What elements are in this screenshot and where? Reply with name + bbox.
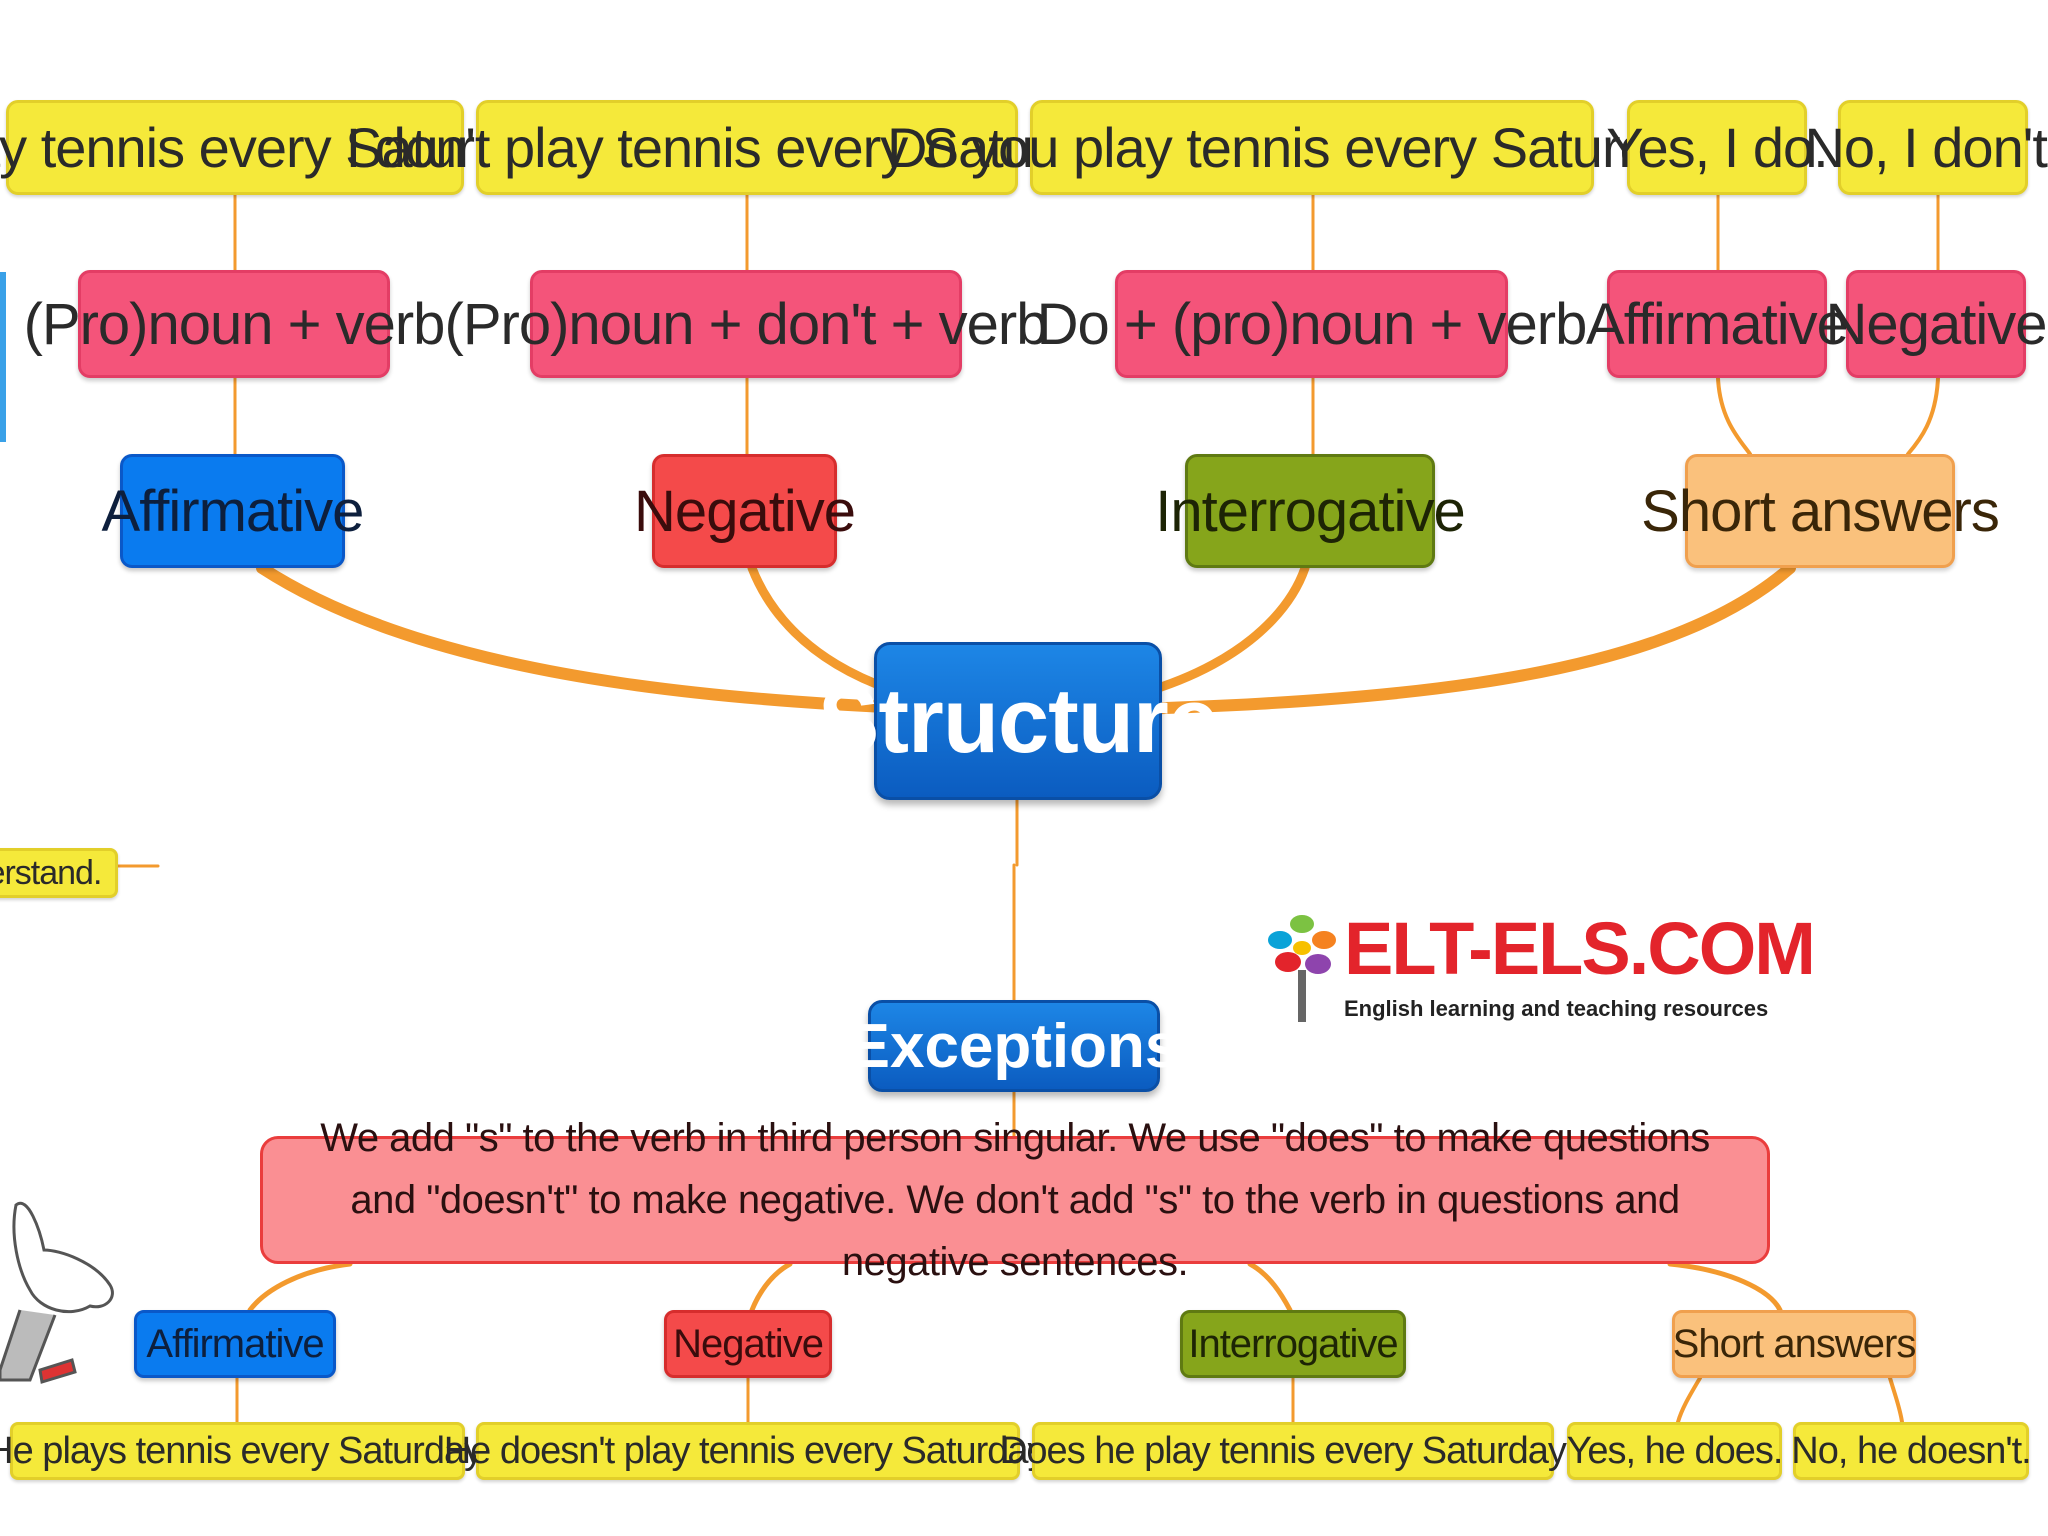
left-note-text: erstand. [0,853,102,892]
exception-example-short-no-text: No, he doesn't. [1791,1429,2031,1472]
category-affirmative-text: Affirmative [101,478,365,544]
example-short-no: No, I don't. [1804,100,2048,195]
exception-category-short-answers-text: Short answers [1672,1321,1917,1366]
pattern-short-negative-text: Negative [1825,291,2048,357]
pattern-short-affirmative: Affirmative [1586,270,1849,378]
example-negative-text: I don't play tennis every Saturday. [345,116,1150,179]
category-negative-text: Negative [634,478,856,544]
exception-category-negative-text: Negative [673,1321,824,1366]
cartoon-fragment [0,1201,114,1384]
structure-node: Structure [818,642,1219,800]
exception-example-negative: He doesn't play tennis every Saturday. [444,1422,1053,1480]
exception-category-short-answers: Short answers [1672,1310,1916,1378]
example-short-yes: Yes, I do. [1606,100,1829,195]
exception-example-interrogative: Does he play tennis every Saturday? [1000,1422,1587,1480]
pattern-short-negative: Negative [1826,270,2047,378]
exception-category-interrogative-text: Interrogative [1188,1321,1398,1366]
example-short-no-text: No, I don't. [1804,116,2048,179]
exception-example-short-no: No, he doesn't. [1791,1422,2032,1480]
example-interrogative: Do you play tennis every Saturday? [887,100,1738,195]
example-short-yes-text: Yes, I do. [1606,116,1828,179]
category-interrogative-text: Interrogative [1155,478,1465,544]
exception-category-interrogative: Interrogative [1180,1310,1406,1378]
exception-rule-text: We add "s" to the verb in third person s… [320,1116,1710,1284]
category-negative: Negative [634,454,856,568]
left-note-fragment: erstand. [0,848,118,898]
exception-example-negative-text: He doesn't play tennis every Saturday. [443,1429,1054,1472]
pattern-affirmative: (Pro)noun + verb [24,270,445,378]
exception-example-short-yes-text: Yes, he does. [1566,1429,1784,1472]
logo-title: ELT-ELS.COM [1344,907,1816,990]
pattern-negative-text: (Pro)noun + don't + verb [444,291,1049,357]
exceptions-node: Exceptions [849,1000,1179,1092]
exception-example-affirmative: He plays tennis every Saturday. [0,1422,490,1480]
pattern-interrogative-text: Do + (pro)noun + verb [1036,291,1588,357]
structure-node-text: Structure [818,669,1219,772]
site-logo: ELT-ELS.COM English learning and teachin… [1262,898,1816,1030]
exception-rule: We add "s" to the verb in third person s… [260,1116,1770,1284]
example-interrogative-text: Do you play tennis every Saturday? [886,116,1738,179]
pattern-negative: (Pro)noun + don't + verb [445,270,1048,378]
exception-example-interrogative-text: Does he play tennis every Saturday? [999,1429,1587,1472]
exception-example-short-yes: Yes, he does. [1566,1422,1784,1480]
category-affirmative: Affirmative [102,454,364,568]
exception-category-negative: Negative [664,1310,832,1378]
exceptions-node-text: Exceptions [848,1011,1180,1081]
logo-subtitle: English learning and teaching resources [1344,996,1769,1021]
tree-logo-icon [1268,915,1336,1022]
example-negative: I don't play tennis every Saturday. [346,100,1149,195]
exception-category-affirmative: Affirmative [134,1310,336,1378]
exception-example-affirmative-text: He plays tennis every Saturday. [0,1429,490,1472]
category-short-answers: Short answers [1641,454,2000,568]
pattern-short-affirmative-text: Affirmative [1586,291,1849,357]
category-short-answers-text: Short answers [1641,478,2000,544]
category-interrogative: Interrogative [1155,454,1466,568]
exception-category-affirmative-text: Affirmative [146,1321,324,1366]
pattern-interrogative: Do + (pro)noun + verb [1037,270,1587,378]
pattern-affirmative-text: (Pro)noun + verb [23,291,446,357]
